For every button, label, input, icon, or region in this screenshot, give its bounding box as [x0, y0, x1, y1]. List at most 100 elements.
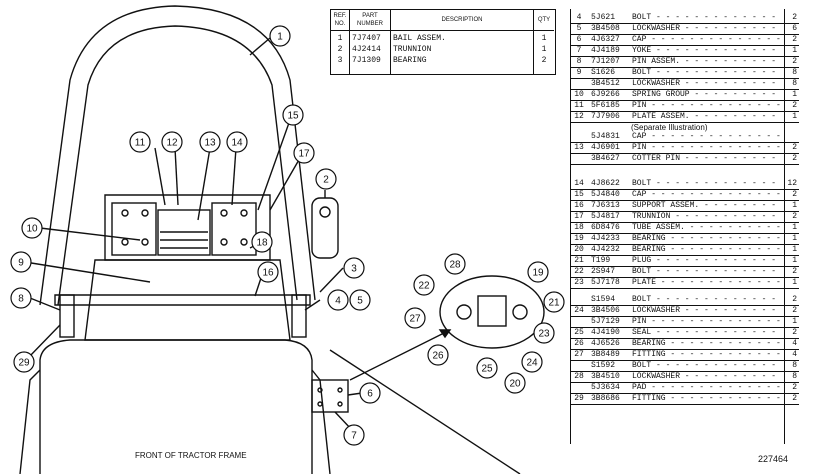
callout-circle: [476, 357, 498, 379]
parts-qty: 1: [792, 317, 797, 326]
parts-desc: PIN ASSEM. - - - - - - - - - - - - - - -…: [632, 57, 782, 66]
parts-part: 4J6901: [591, 143, 620, 152]
callout-number: 15: [287, 111, 299, 122]
parts-qty: 2: [792, 212, 797, 221]
parts-qty: 1: [792, 201, 797, 210]
parts-qty: 1: [792, 278, 797, 287]
parts-qty: 2: [792, 13, 797, 22]
parts-desc: BEARING - - - - - - - - - - - - - - - - …: [632, 234, 782, 243]
callout-circle: [129, 131, 151, 153]
parts-desc: BOLT - - - - - - - - - - - - - - - - - -…: [632, 295, 782, 304]
parts-desc: TUBE ASSEM. - - - - - - - - - - - - - - …: [632, 223, 782, 232]
parts-part: 5J4831: [591, 132, 620, 141]
parts-qty: 8: [792, 79, 797, 88]
parts-desc: PAD - - - - - - - - - - - - - - - - - - …: [632, 383, 782, 392]
parts-part: 5J7129: [591, 317, 620, 326]
parts-desc: COTTER PIN - - - - - - - - - - - - - - -…: [632, 154, 782, 163]
parts-desc: LOCKWASHER - - - - - - - - - - - - - - -…: [632, 79, 782, 88]
parts-ref: 21: [574, 256, 584, 265]
parts-qty: 2: [792, 154, 797, 163]
parts-part: 2S947: [591, 267, 616, 276]
top-table-part: 7J7407: [352, 34, 381, 43]
parts-desc: LOCKWASHER - - - - - - - - - - - - - - -…: [632, 372, 782, 381]
parts-desc: CAP - - - - - - - - - - - - - - - - - - …: [632, 190, 782, 199]
callout-circle: [269, 25, 291, 47]
parts-row: 15 5J4840 CAP - - - - - - - - - - - - - - …: [571, 190, 799, 199]
parts-desc: BOLT - - - - - - - - - - - - - - - - - -…: [632, 13, 782, 22]
parts-ref: 15: [574, 190, 584, 199]
callout-circle: [359, 382, 381, 404]
parts-part: 5J621: [591, 13, 616, 22]
parts-part: 3B4508: [591, 24, 620, 33]
callout-number: 5: [357, 296, 363, 307]
parts-part: 4J4189: [591, 46, 620, 55]
header-qty: QTY: [534, 10, 554, 31]
parts-qty: 2: [792, 306, 797, 315]
parts-part: 4J4233: [591, 234, 620, 243]
callout-circle: [343, 257, 365, 279]
parts-ref: 13: [574, 143, 584, 152]
callout-circle: [226, 131, 248, 153]
callout-number: 22: [418, 281, 430, 292]
callout-circle: [293, 142, 315, 164]
parts-qty: 2: [792, 101, 797, 110]
header-part-number: PART NUMBER: [350, 10, 390, 31]
callout-number: 27: [409, 314, 421, 325]
parts-desc: PLUG - - - - - - - - - - - - - - - - - -…: [632, 256, 782, 265]
parts-qty: 4: [792, 339, 797, 348]
parts-part: S1594: [591, 295, 616, 304]
parts-part: 3B8489: [591, 350, 620, 359]
parts-part: 5J3634: [591, 383, 620, 392]
top-table-desc: BAIL ASSEM.: [393, 34, 446, 43]
parts-desc: BEARING - - - - - - - - - - - - - - - - …: [632, 339, 782, 348]
parts-part: 6D8476: [591, 223, 620, 232]
callout-number: 28: [449, 260, 461, 271]
callout-number: 13: [204, 138, 216, 149]
parts-desc: LOCKWASHER - - - - - - - - - - - - - - -…: [632, 24, 782, 33]
callout-circle: [533, 322, 555, 344]
top-table-part: 7J1309: [352, 56, 381, 65]
parts-ref: 7: [576, 46, 582, 55]
parts-part: 4J6526: [591, 339, 620, 348]
bail-inner: [57, 25, 298, 306]
parts-ref: 17: [574, 212, 584, 221]
parts-qty: 2: [792, 267, 797, 276]
parts-qty: 1: [792, 223, 797, 232]
parts-part: 5J4840: [591, 190, 620, 199]
callout-number: 29: [18, 358, 30, 369]
callout-circle: [427, 344, 449, 366]
parts-part: 4J4232: [591, 245, 620, 254]
callout-circle: [161, 131, 183, 153]
parts-qty: 2: [792, 190, 797, 199]
detail-view: [439, 275, 545, 349]
parts-qty: 8: [792, 361, 797, 370]
parts-row: 4 5J621 BOLT - - - - - - - - - - - - - - -…: [571, 13, 799, 22]
top-table-qty: 1: [541, 45, 547, 54]
bail-outer: [39, 5, 316, 306]
parts-ref: 6: [576, 35, 582, 44]
parts-ref: 18: [574, 223, 584, 232]
callout-number: 10: [26, 224, 38, 235]
spring-group: [157, 209, 211, 256]
parts-ref: 4: [576, 13, 582, 22]
parts-ref: 22: [574, 267, 584, 276]
parts-desc: SEAL - - - - - - - - - - - - - - - - - -…: [632, 328, 782, 337]
parts-ref: 26: [574, 339, 584, 348]
tractor-frame: [39, 339, 313, 474]
parts-row: 26 4J6526 BEARING - - - - - - - - - - - - …: [571, 339, 799, 348]
callout-circle: [527, 261, 549, 283]
parts-part: 4J6327: [591, 35, 620, 44]
parts-desc: BEARING - - - - - - - - - - - - - - - - …: [632, 245, 782, 254]
